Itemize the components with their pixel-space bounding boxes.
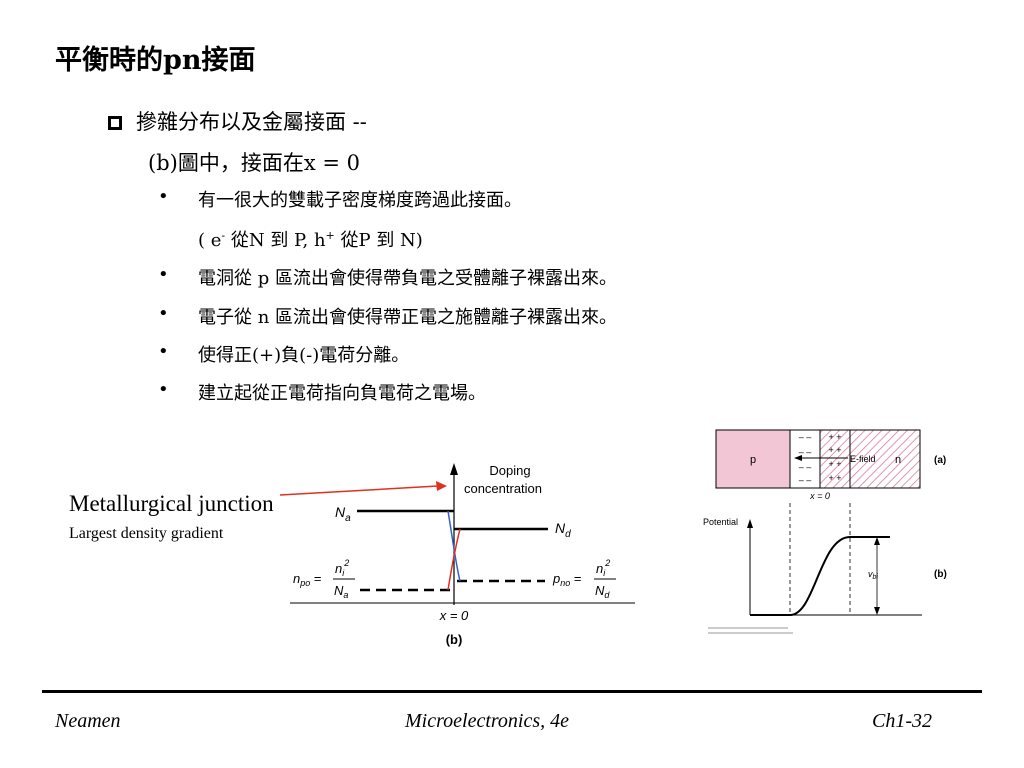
cont-part: ( e (198, 230, 222, 251)
footer-page-number: Ch1-32 (872, 710, 932, 732)
electron-transition-curve (447, 528, 461, 591)
bullet-dot-icon: • (158, 303, 169, 324)
pos-charge-row: + + (828, 445, 841, 455)
vbi-arrow-down-icon (874, 607, 880, 615)
metallurgical-junction-label: Metallurgical junction (69, 491, 274, 516)
figure-caption-b: (b) (446, 632, 463, 647)
hole-transition-curve (447, 510, 461, 582)
npo-frac-den: Na (334, 583, 348, 600)
junction-arrow-line (280, 485, 439, 496)
efield-arrow-icon (794, 455, 802, 461)
bullet-text: 使得正(+)負(-)電荷分離。 (198, 345, 410, 366)
nd-label: Nd (555, 520, 571, 540)
n-label: n (895, 454, 901, 466)
cont-part: 從P 到 N) (334, 230, 423, 251)
na-label: Na (335, 504, 351, 524)
section-heading-text: 摻雜分布以及金屬接面 -- (136, 110, 367, 134)
footer-book: Microelectronics, 4e (405, 710, 570, 732)
bullet-dot-icon: • (158, 264, 169, 285)
bullet-dot-icon: • (158, 341, 169, 362)
figure-caption-b-potential: (b) (934, 569, 947, 580)
square-bullet-icon (108, 116, 122, 130)
largest-gradient-label: Largest density gradient (69, 525, 224, 542)
pos-charge-row: + + (828, 459, 841, 469)
x0-label: x = 0 (439, 608, 469, 623)
junction-arrow (280, 481, 447, 496)
potential-ylabel: Potential (703, 517, 738, 527)
efield-label: E-field (850, 454, 876, 464)
pn-junction-figure: p n – – – – – – – – + + + + + + + + E-fi… (703, 429, 947, 634)
axis-label-concentration: concentration (464, 481, 542, 496)
copyright-fine-print (708, 632, 793, 634)
x0-label-a: x = 0 (809, 491, 830, 501)
p-label: p (750, 454, 756, 466)
bullet-text: 建立起從正電荷指向負電荷之電場。 (198, 383, 486, 404)
bullet-text: 有一很大的雙載子密度梯度跨過此接面。 (198, 190, 522, 211)
negative-depletion-region (789, 429, 821, 489)
arrow-head-icon (436, 481, 447, 491)
axis-arrow-icon (450, 463, 458, 475)
footer-rule (42, 690, 982, 693)
bullet-continuation: ( e- 從N 到 P, h+ 從P 到 N) (198, 226, 423, 252)
vbi-arrow-up-icon (874, 537, 880, 545)
neg-charge-row: – – (799, 447, 812, 457)
section-subheading: (b)圖中，接面在x = 0 (148, 151, 360, 175)
footer-author: Neamen (55, 710, 121, 732)
pno-label: pno = (552, 571, 581, 588)
slide-title: 平衡時的pn接面 (55, 45, 256, 76)
potential-curve (750, 536, 890, 616)
pno-frac-num: ni2 (596, 558, 610, 578)
figure-caption-a: (a) (934, 455, 946, 466)
section-heading: 摻雜分布以及金屬接面 -- (108, 106, 367, 136)
neg-charge-row: – – (799, 432, 812, 442)
cont-sup: + (325, 229, 335, 242)
neg-charge-row: – – (799, 475, 812, 485)
doping-profile-figure: Doping concentration Na Nd npo = ni2 Na … (290, 463, 635, 647)
npo-frac-num: ni2 (335, 558, 349, 578)
cont-sup: - (221, 229, 226, 242)
copyright-fine-print (708, 627, 788, 629)
potential-axis-arrow-icon (747, 519, 753, 528)
bullet-dot-icon: • (158, 379, 169, 400)
neg-charge-row: – – (799, 462, 812, 472)
pos-charge-row: + + (828, 473, 841, 483)
pno-frac-den: Nd (595, 583, 610, 600)
bullet-dot-icon: • (158, 186, 169, 207)
vbi-label: vbi (868, 569, 878, 581)
bullet-text: 電洞從 p 區流出會使得帶負電之受體離子裸露出來。 (198, 268, 617, 289)
n-region (849, 429, 921, 489)
axis-label-doping: Doping (489, 463, 530, 478)
bullet-text: 電子從 n 區流出會使得帶正電之施體離子裸露出來。 (198, 307, 618, 328)
pos-charge-row: + + (828, 432, 841, 442)
p-region (715, 429, 791, 489)
cont-part: 從N 到 P, h (225, 230, 326, 251)
npo-label: npo = (293, 571, 321, 588)
